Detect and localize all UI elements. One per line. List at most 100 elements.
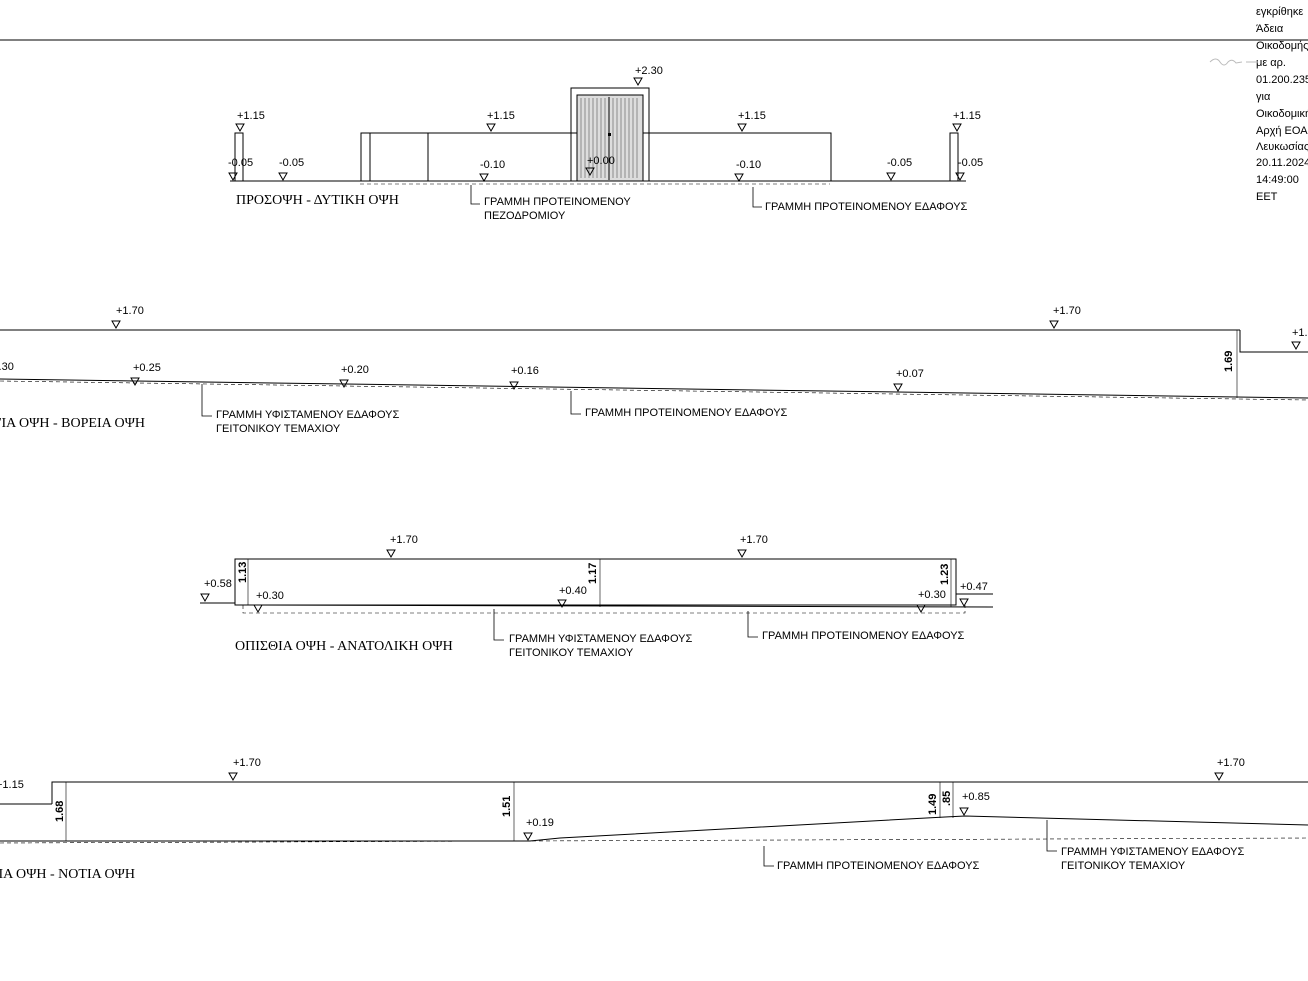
- svg-text:+1.15: +1.15: [953, 110, 981, 122]
- level-marker: +0.85: [959, 791, 990, 816]
- note-existing-ground: ΓΡΑΜΜΗ ΥΦΙΣΤΑΜΕΝΟΥ ΕΔΑΦΟΥΣ: [1061, 846, 1244, 858]
- dimension-label: 1.51: [501, 796, 513, 817]
- view-title: ΠΡΟΣΟΨΗ - ΔΥΤΙΚΗ ΟΨΗ: [236, 193, 399, 208]
- note-pavement: ΓΡΑΜΜΗ ΠΡΟΤΕΙΝΟΜΕΝΟΥ: [484, 196, 631, 208]
- view-title: ΟΠΙΣΘΙΑ ΟΨΗ - ΑΝΑΤΟΛΙΚΗ ΟΨΗ: [235, 639, 453, 654]
- dimension-label: 1.68: [54, 801, 66, 822]
- svg-text:+0.40: +0.40: [559, 585, 587, 597]
- view-title: ΠΛΑΓΙΑ ΟΨΗ - ΝΟΤΙΑ ΟΨΗ: [0, 867, 135, 882]
- level-marker: +0.30: [916, 589, 946, 613]
- level-marker: +0.40: [557, 585, 587, 608]
- svg-text:+1.70: +1.70: [390, 534, 418, 546]
- stamp-line: Οικοδομική: [1256, 108, 1308, 120]
- west-elevation: +2.30 +1.15 +1.15 +1.15 +1.15 -0.05 -0.0…: [228, 65, 983, 222]
- level-marker: +1.15: [952, 110, 981, 132]
- south-elevation: +1.15 +1.70 +1.70 +0.19 +0.85 1.68 1.51 …: [0, 757, 1308, 882]
- level-marker: +1.15: [737, 110, 766, 132]
- svg-text:+0.00: +0.00: [587, 155, 615, 167]
- signature-mark: [1209, 58, 1258, 66]
- level-marker: -0.10: [734, 159, 761, 182]
- stamp-line: Άδεια: [1256, 23, 1284, 35]
- svg-text:-0.05: -0.05: [228, 157, 253, 169]
- svg-text:+0.47: +0.47: [960, 581, 988, 593]
- note-proposed-ground: ΓΡΑΜΜΗ ΠΡΟΤΕΙΝΟΜΕΝΟΥ ΕΔΑΦΟΥΣ: [777, 860, 980, 872]
- svg-text:-0.10: -0.10: [736, 159, 761, 171]
- level-marker: -0.05: [228, 157, 253, 181]
- view-title: ΠΛΑΓΙΑ ΟΨΗ - ΒΟΡΕΙΑ ΟΨΗ: [0, 416, 145, 431]
- stamp-line: 01.200.235: [1256, 74, 1308, 86]
- stamp-line: 14:49:00: [1256, 174, 1299, 186]
- stamp-line: Λευκωσίας: [1256, 141, 1308, 153]
- svg-text:+2.30: +2.30: [635, 65, 663, 77]
- level-marker: +0.20: [339, 364, 369, 388]
- level-marker: +0.30: [0, 361, 14, 373]
- stamp-line: 20.11.2024: [1256, 157, 1308, 169]
- stamp-line: για: [1256, 91, 1271, 103]
- level-marker: -0.05: [886, 157, 912, 181]
- dimension-label: 1.23: [939, 564, 951, 585]
- dimension-label: 1.13: [237, 562, 249, 583]
- approval-stamp: εγκρίθηκε Άδεια Οικοδομής με αρ. 01.200.…: [1209, 6, 1308, 203]
- svg-text:-0.10: -0.10: [480, 159, 505, 171]
- dimension-label: 1.49: [927, 794, 939, 815]
- svg-text:+0.58: +0.58: [204, 578, 232, 590]
- level-marker: +1.70: [111, 305, 144, 329]
- level-marker: +0.58: [200, 578, 232, 602]
- level-marker: +0.25: [130, 362, 161, 386]
- svg-text:+0.16: +0.16: [511, 365, 539, 377]
- svg-text:+1.70: +1.70: [233, 757, 261, 769]
- note-proposed-ground: ΓΡΑΜΜΗ ΠΡΟΤΕΙΝΟΜΕΝΟΥ ΕΔΑΦΟΥΣ: [762, 630, 965, 642]
- svg-text:-0.05: -0.05: [958, 157, 983, 169]
- stamp-line: εγκρίθηκε: [1256, 6, 1303, 18]
- svg-text:+1.15: +1.15: [0, 779, 24, 791]
- stamp-line: με αρ.: [1256, 57, 1286, 69]
- svg-text:+1.70: +1.70: [740, 534, 768, 546]
- svg-text:+1.15: +1.15: [487, 110, 515, 122]
- dimension-label: 1.17: [587, 563, 599, 584]
- note-ground: ΓΡΑΜΜΗ ΠΡΟΤΕΙΝΟΜΕΝΟΥ ΕΔΑΦΟΥΣ: [765, 201, 968, 213]
- svg-text:+1.15: +1.15: [237, 110, 265, 122]
- note-existing-ground: ΓΡΑΜΜΗ ΥΦΙΣΤΑΜΕΝΟΥ ΕΔΑΦΟΥΣ: [216, 409, 399, 421]
- note-pavement: ΠΕΖΟΔΡΟΜΙΟΥ: [484, 210, 566, 222]
- svg-text:+1.15: +1.15: [738, 110, 766, 122]
- north-elevation: +1.70 +1.70 +1.15 +0.30 +0.25 +0.20 +0.1…: [0, 305, 1308, 435]
- level-marker: +1.70: [228, 757, 261, 781]
- svg-text:+0.20: +0.20: [341, 364, 369, 376]
- level-marker: +0.16: [509, 365, 539, 390]
- svg-text:+0.07: +0.07: [896, 368, 924, 380]
- svg-text:+0.19: +0.19: [526, 817, 554, 829]
- stamp-line: Οικοδομής: [1256, 40, 1308, 52]
- level-marker: +0.19: [523, 817, 554, 841]
- level-marker: +1.70: [386, 534, 418, 558]
- svg-text:-0.05: -0.05: [887, 157, 912, 169]
- level-marker: -0.05: [955, 157, 983, 181]
- dimension-label: .85: [941, 791, 953, 806]
- svg-text:+1.70: +1.70: [1053, 305, 1081, 317]
- svg-text:+0.30: +0.30: [918, 589, 946, 601]
- stamp-line: Αρχή ΕΟΑ: [1256, 125, 1308, 137]
- note-existing-ground: ΓΕΙΤΟΝΙΚΟΥ ΤΕΜΑΧΙΟΥ: [1061, 860, 1186, 872]
- svg-text:+1.70: +1.70: [116, 305, 144, 317]
- svg-text:+0.85: +0.85: [962, 791, 990, 803]
- level-marker: +2.30: [633, 65, 663, 86]
- note-existing-ground: ΓΕΙΤΟΝΙΚΟΥ ΤΕΜΑΧΙΟΥ: [509, 647, 634, 659]
- level-marker: +1.70: [737, 534, 768, 558]
- level-marker: +0.30: [253, 590, 284, 613]
- level-marker: +1.15: [235, 110, 265, 132]
- level-marker: +1.15: [0, 779, 24, 791]
- note-existing-ground: ΓΕΙΤΟΝΙΚΟΥ ΤΕΜΑΧΙΟΥ: [216, 423, 341, 435]
- svg-text:-0.05: -0.05: [279, 157, 304, 169]
- level-marker: +1.15: [1291, 327, 1308, 350]
- level-marker: -0.10: [479, 159, 505, 182]
- level-marker: +0.00: [585, 155, 615, 176]
- level-marker: +0.47: [959, 581, 988, 607]
- level-marker: +1.70: [1049, 305, 1081, 329]
- east-elevation: +1.70 +1.70 +0.58 +0.30 +0.40 +0.30 +0.4…: [200, 534, 994, 659]
- level-marker: +1.70: [1214, 757, 1245, 781]
- svg-text:+0.30: +0.30: [0, 361, 14, 373]
- svg-text:+0.30: +0.30: [256, 590, 284, 602]
- dimension-label: 1.69: [1223, 351, 1235, 372]
- svg-text:+1.15: +1.15: [1292, 327, 1308, 339]
- svg-text:+0.25: +0.25: [133, 362, 161, 374]
